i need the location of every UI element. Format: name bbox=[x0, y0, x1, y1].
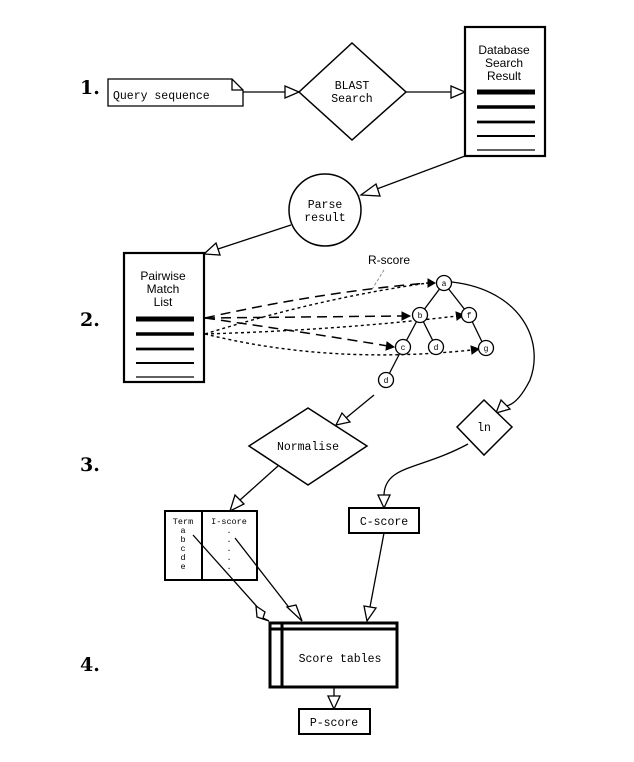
iscore-value: . bbox=[226, 535, 231, 545]
database-result-label-line1: Database bbox=[478, 43, 530, 57]
query-sequence-node: Query sequence bbox=[107, 78, 244, 107]
score-tables-label: Score tables bbox=[299, 653, 382, 666]
normalise-node: Normalise bbox=[247, 407, 369, 486]
svg-text:f: f bbox=[467, 312, 472, 321]
edge-blast-to-database bbox=[406, 85, 467, 99]
step-label-1: 1. bbox=[80, 77, 100, 99]
svg-text:b: b bbox=[418, 312, 423, 321]
pairwise-match-list-node: Pairwise Match List bbox=[122, 251, 206, 384]
svg-text:d: d bbox=[434, 344, 439, 353]
p-score-node: P-score bbox=[298, 708, 371, 735]
svg-text:g: g bbox=[484, 345, 489, 354]
blast-search-label-line2: Search bbox=[331, 93, 372, 106]
edge-parse-to-pairwise bbox=[202, 224, 292, 256]
tree-edges bbox=[385, 282, 486, 381]
svg-text:a: a bbox=[442, 280, 447, 289]
database-result-label-line2: Search bbox=[485, 56, 523, 70]
iscore-term: e bbox=[180, 562, 185, 572]
iscore-term: b bbox=[180, 535, 185, 545]
svg-text:d: d bbox=[384, 377, 389, 386]
tree-node-f: f bbox=[460, 306, 478, 324]
normalise-label: Normalise bbox=[277, 441, 339, 454]
iscore-header-value: I-score bbox=[211, 517, 247, 527]
iscore-term: d bbox=[180, 553, 185, 563]
iscore-value: . bbox=[226, 526, 231, 536]
iscore-term: c bbox=[180, 544, 185, 554]
step-label-2: 2. bbox=[80, 309, 100, 331]
dotted-mappings bbox=[204, 282, 481, 356]
tree-node-c: c bbox=[394, 338, 412, 356]
r-score-label: R-score bbox=[368, 253, 410, 267]
svg-text:c: c bbox=[401, 344, 406, 353]
edge-tree-to-normalise bbox=[334, 394, 375, 426]
database-search-result-node: Database Search Result bbox=[463, 25, 547, 158]
edge-cscore-to-tables bbox=[363, 532, 385, 623]
edge-tree-to-ln bbox=[451, 281, 535, 414]
dashed-mappings bbox=[204, 278, 437, 351]
edge-database-to-parse bbox=[359, 155, 466, 197]
tree-node-a: a bbox=[435, 274, 453, 292]
blast-search-label-line1: BLAST bbox=[335, 80, 370, 93]
iscore-table: Term I-score a b c d e . . . . . bbox=[164, 510, 258, 581]
pairwise-label-line2: Match bbox=[147, 282, 180, 296]
score-tables-node: Score tables bbox=[268, 621, 399, 689]
ln-label: ln bbox=[477, 422, 491, 435]
edge-ln-to-cscore bbox=[376, 443, 469, 510]
edge-iscore-value-to-tables bbox=[234, 537, 303, 622]
iscore-value: . bbox=[226, 544, 231, 554]
edge-query-to-blast bbox=[243, 85, 301, 99]
p-score-label: P-score bbox=[310, 717, 358, 730]
step-label-4: 4. bbox=[80, 654, 100, 676]
iscore-term: a bbox=[180, 526, 185, 536]
tree-node-b: b bbox=[411, 306, 429, 324]
query-sequence-label: Query sequence bbox=[113, 90, 210, 103]
blast-search-node: BLAST Search bbox=[297, 41, 408, 142]
c-score-node: C-score bbox=[348, 507, 420, 534]
edge-iscore-term-to-tables bbox=[192, 534, 270, 622]
parse-result-label-line2: result bbox=[304, 212, 345, 225]
parse-result-node: Parse result bbox=[288, 173, 362, 247]
tree-node-d-leaf: d bbox=[377, 371, 395, 389]
edge-normalise-to-iscore bbox=[228, 465, 279, 513]
tree-node-g: g bbox=[477, 339, 495, 357]
iscore-value: . bbox=[226, 562, 231, 572]
parse-result-label-line1: Parse bbox=[308, 199, 343, 212]
pairwise-label-line1: Pairwise bbox=[140, 269, 186, 283]
tree-node-d: d bbox=[427, 338, 445, 356]
r-score-annotation: R-score bbox=[368, 253, 410, 292]
ln-node: ln bbox=[455, 398, 514, 457]
database-result-label-line3: Result bbox=[487, 69, 522, 83]
iscore-value: . bbox=[226, 553, 231, 563]
pairwise-label-line3: List bbox=[154, 295, 173, 309]
edge-tables-to-pscore bbox=[326, 688, 342, 711]
iscore-header-term: Term bbox=[173, 517, 193, 527]
c-score-label: C-score bbox=[360, 516, 408, 529]
step-label-3: 3. bbox=[80, 454, 100, 476]
